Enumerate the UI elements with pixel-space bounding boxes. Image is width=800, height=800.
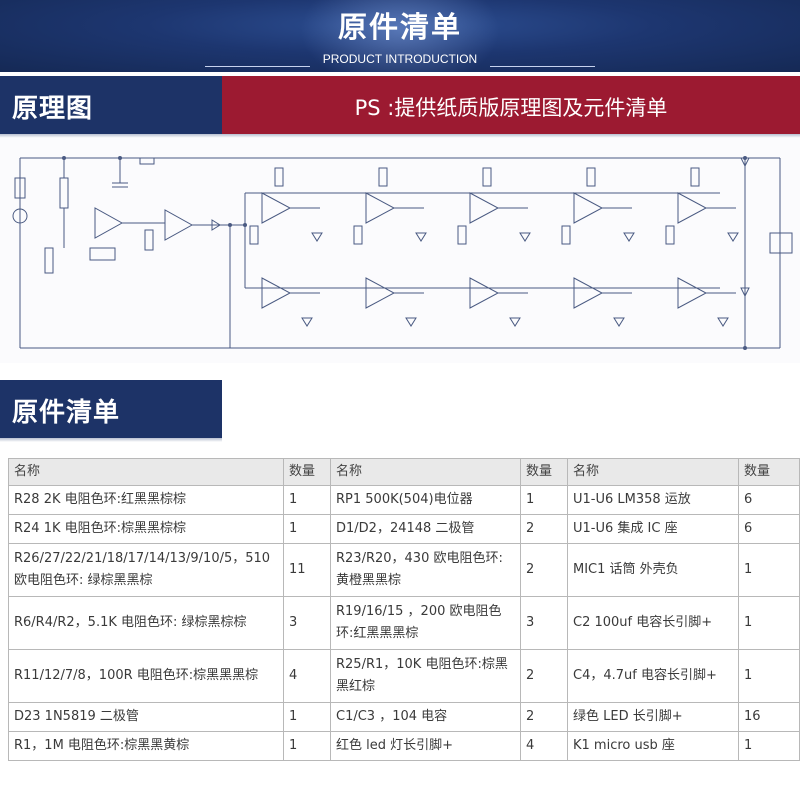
table-cell: 4 <box>283 649 331 703</box>
bom-section-header: 原件清单 <box>0 380 222 438</box>
table-cell: 2 <box>520 702 568 732</box>
bom-section-title: 原件清单 <box>12 398 121 428</box>
table-cell: R11/12/7/8，100R 电阻色环:棕黑黑黑棕 <box>8 649 284 703</box>
table-cell: RP1 500K(504)电位器 <box>330 485 521 515</box>
table-cell: 1 <box>283 702 331 732</box>
table-cell: U1-U6 LM358 运放 <box>567 485 739 515</box>
table-cell: 绿色 LED 长引脚+ <box>567 702 739 732</box>
table-cell: 6 <box>738 485 800 515</box>
table-cell: 2 <box>520 514 568 544</box>
table-cell: 2 <box>520 543 568 597</box>
page-subtitle: PRODUCT INTRODUCTION <box>322 52 478 66</box>
table-cell: C1/C3 ，104 电容 <box>330 702 521 732</box>
top-banner: 原件清单 PRODUCT INTRODUCTION <box>0 0 800 72</box>
table-cell: D1/D2，24148 二极管 <box>330 514 521 544</box>
table-cell: 4 <box>520 731 568 761</box>
table-cell: U1-U6 集成 IC 座 <box>567 514 739 544</box>
table-cell: 2 <box>520 649 568 703</box>
table-cell: R28 2K 电阻色环:红黑黑棕棕 <box>8 485 284 515</box>
table-cell: 1 <box>520 485 568 515</box>
page-title: 原件清单 <box>337 10 462 44</box>
schematic-section-header: 原理图 <box>0 76 225 134</box>
subtitle-rule-left <box>205 66 310 67</box>
table-cell: D23 1N5819 二极管 <box>8 702 284 732</box>
table-cell: MIC1 话筒 外壳负 <box>567 543 739 597</box>
table-cell: 1 <box>738 596 800 650</box>
table-cell: 3 <box>520 596 568 650</box>
table-cell: R19/16/15 ，200 欧电阻色环:红黑黑黑棕 <box>330 596 521 650</box>
bom-section-shadow <box>0 438 222 442</box>
schematic-note: PS :提供纸质版原理图及元件清单 <box>354 96 668 120</box>
table-cell: 3 <box>283 596 331 650</box>
section-shadow <box>0 134 800 138</box>
header-name-3: 名称 <box>567 458 739 486</box>
table-cell: K1 micro usb 座 <box>567 731 739 761</box>
table-cell: R6/R4/R2，5.1K 电阻色环: 绿棕黑棕棕 <box>8 596 284 650</box>
table-row: R28 2K 电阻色环:红黑黑棕棕 1 RP1 500K(504)电位器 1 U… <box>8 485 800 515</box>
table-cell: C2 100uf 电容长引脚+ <box>567 596 739 650</box>
schematic-note-banner: PS :提供纸质版原理图及元件清单 <box>222 76 800 134</box>
table-cell: R24 1K 电阻色环:棕黑黑棕棕 <box>8 514 284 544</box>
table-cell: R25/R1，10K 电阻色环:棕黑黑红棕 <box>330 649 521 703</box>
banner-glow <box>300 0 500 72</box>
schematic-section-title: 原理图 <box>12 94 94 124</box>
table-row: R24 1K 电阻色环:棕黑黑棕棕 1 D1/D2，24148 二极管 2 U1… <box>8 514 800 544</box>
subtitle-rule-right <box>490 66 595 67</box>
bom-table-wrap: 名称 数量 名称 数量 名称 数量 R28 2K 电阻色环:红黑黑棕棕 1 RP… <box>8 458 800 761</box>
table-cell: 红色 led 灯长引脚+ <box>330 731 521 761</box>
header-qty-1: 数量 <box>283 458 331 486</box>
table-cell: 1 <box>738 543 800 597</box>
table-cell: 1 <box>283 485 331 515</box>
table-cell: C4，4.7uf 电容长引脚+ <box>567 649 739 703</box>
table-cell: R1，1M 电阻色环:棕黑黑黄棕 <box>8 731 284 761</box>
table-cell: 11 <box>283 543 331 597</box>
table-header-row: 名称 数量 名称 数量 名称 数量 <box>8 458 800 486</box>
header-qty-3: 数量 <box>738 458 800 486</box>
header-name-2: 名称 <box>330 458 521 486</box>
table-cell: 1 <box>738 649 800 703</box>
table-cell: 1 <box>283 514 331 544</box>
table-cell: 1 <box>738 731 800 761</box>
table-row: R1，1M 电阻色环:棕黑黑黄棕 1 红色 led 灯长引脚+ 4 K1 mic… <box>8 731 800 761</box>
table-cell: 6 <box>738 514 800 544</box>
table-cell: R23/R20，430 欧电阻色环:黄橙黑黑棕 <box>330 543 521 597</box>
bom-table: 名称 数量 名称 数量 名称 数量 R28 2K 电阻色环:红黑黑棕棕 1 RP… <box>8 458 800 761</box>
table-cell: R26/27/22/21/18/17/14/13/9/10/5，510 欧电阻色… <box>8 543 284 597</box>
header-name-1: 名称 <box>8 458 284 486</box>
table-cell: 1 <box>283 731 331 761</box>
table-row: R26/27/22/21/18/17/14/13/9/10/5，510 欧电阻色… <box>8 543 800 597</box>
table-row: R6/R4/R2，5.1K 电阻色环: 绿棕黑棕棕 3 R19/16/15 ，2… <box>8 596 800 650</box>
table-row: D23 1N5819 二极管 1 C1/C3 ，104 电容 2 绿色 LED … <box>8 702 800 732</box>
circuit-schematic <box>0 138 800 363</box>
table-row: R11/12/7/8，100R 电阻色环:棕黑黑黑棕 4 R25/R1，10K … <box>8 649 800 703</box>
header-qty-2: 数量 <box>520 458 568 486</box>
table-cell: 16 <box>738 702 800 732</box>
